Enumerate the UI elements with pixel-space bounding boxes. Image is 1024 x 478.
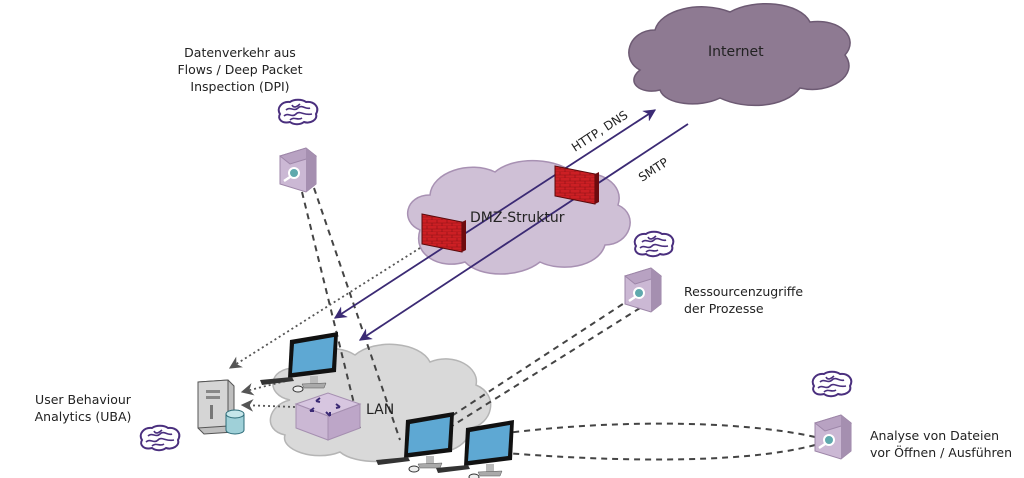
uba-label-line: Analytics (UBA) [34,409,132,424]
file-analysis-label-line: Analyse von Dateien [870,428,1000,443]
dpi-label-line: Datenverkehr aus [184,45,296,60]
dpi-line-1 [301,191,361,429]
file-analysis-label: Analyse von Dateien vor Öffnen / Ausführ… [870,427,1012,461]
dpi-label-line: Flows / Deep Packet [177,62,303,77]
resources-label: Ressourcenzugriffe der Prozesse [684,283,803,317]
dpi-label-line: Inspection (DPI) [190,79,290,94]
brain-icon [811,370,853,398]
pc-to-uba-arrow [240,379,291,396]
brain-icon [277,98,319,126]
smtp-label: SMTP [636,155,671,184]
internet-cloud [628,2,851,107]
brain-icon [139,424,181,452]
lan-switch-icon [294,392,362,441]
brain-icon [633,230,675,258]
file-line-1 [469,422,816,439]
uba-server-icon [197,379,235,435]
resource-sensor-icon [623,266,663,314]
lan-label: LAN [366,402,395,418]
dpi-sensor-icon [278,146,318,194]
file-line-2 [469,444,816,461]
file-analysis-sensor-icon [813,413,853,461]
http-dns-arrow [334,109,657,319]
uba-label: User Behaviour Analytics (UBA) [28,391,138,425]
resources-label-line: Ressourcenzugriffe [684,284,804,299]
file-analysis-label-line: vor Öffnen / Ausführen [870,445,1013,460]
switch-to-uba-arrow [240,399,296,412]
uba-label-line: User Behaviour [35,392,131,407]
dpi-line-2 [313,187,401,441]
dmz-label: DMZ-Struktur [470,210,565,226]
resources-label-line: der Prozesse [684,301,764,316]
smtp-arrow [358,123,689,341]
database-icon [225,409,245,435]
internet-label: Internet [708,44,764,60]
dpi-label: Datenverkehr aus Flows / Deep Packet Ins… [150,44,330,95]
